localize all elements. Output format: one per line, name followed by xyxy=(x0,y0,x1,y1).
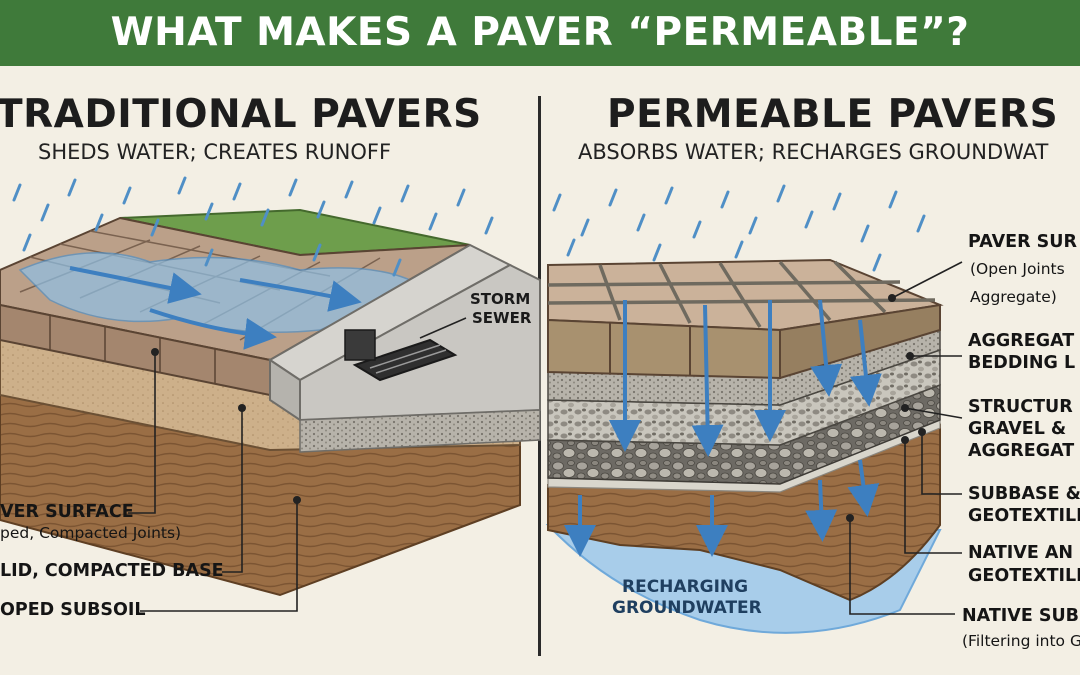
storm-label-line1: STORM xyxy=(470,290,530,308)
permeable-paver-front xyxy=(548,320,780,378)
bedding-label-1: AGGREGAT xyxy=(968,331,1074,351)
native-subsoil-note: (Filtering into G xyxy=(962,631,1080,651)
paver-surface-leader xyxy=(892,262,962,298)
traditional-base-label: LID, COMPACTED BASE xyxy=(0,561,224,581)
permeable-surface-note-1: (Open Joints xyxy=(970,259,1065,279)
traditional-subsoil-label: OPED SUBSOIL xyxy=(0,600,146,620)
groundwater-label-line1: RECHARGING xyxy=(622,577,748,597)
subbase-label-2: GEOTEXTILE xyxy=(968,506,1080,526)
sewer-label-line2: SEWER xyxy=(472,309,531,327)
storm-inlet xyxy=(345,330,375,360)
structural-label-3: AGGREGAT xyxy=(968,441,1074,461)
permeable-surface-label: PAVER SUR xyxy=(968,232,1077,252)
native-label-1: NATIVE AN xyxy=(968,543,1073,563)
traditional-surface-note: ped, Compacted Joints) xyxy=(0,523,181,543)
traditional-surface-label: VER SURFACE xyxy=(0,502,134,522)
structural-label-1: STRUCTUR xyxy=(968,397,1073,417)
subbase-label-1: SUBBASE & xyxy=(968,484,1080,504)
native-subsoil-label: NATIVE SUBS xyxy=(962,606,1080,626)
structural-label-2: GRAVEL & xyxy=(968,419,1066,439)
permeable-surface-note-2: Aggregate) xyxy=(970,287,1057,307)
permeable-cross-section xyxy=(548,186,962,633)
bedding-label-2: BEDDING L xyxy=(968,353,1075,373)
groundwater-label-line2: GROUNDWATER xyxy=(612,598,762,618)
native-label-2: GEOTEXTILE F xyxy=(968,566,1080,586)
traditional-cross-section xyxy=(0,178,540,611)
